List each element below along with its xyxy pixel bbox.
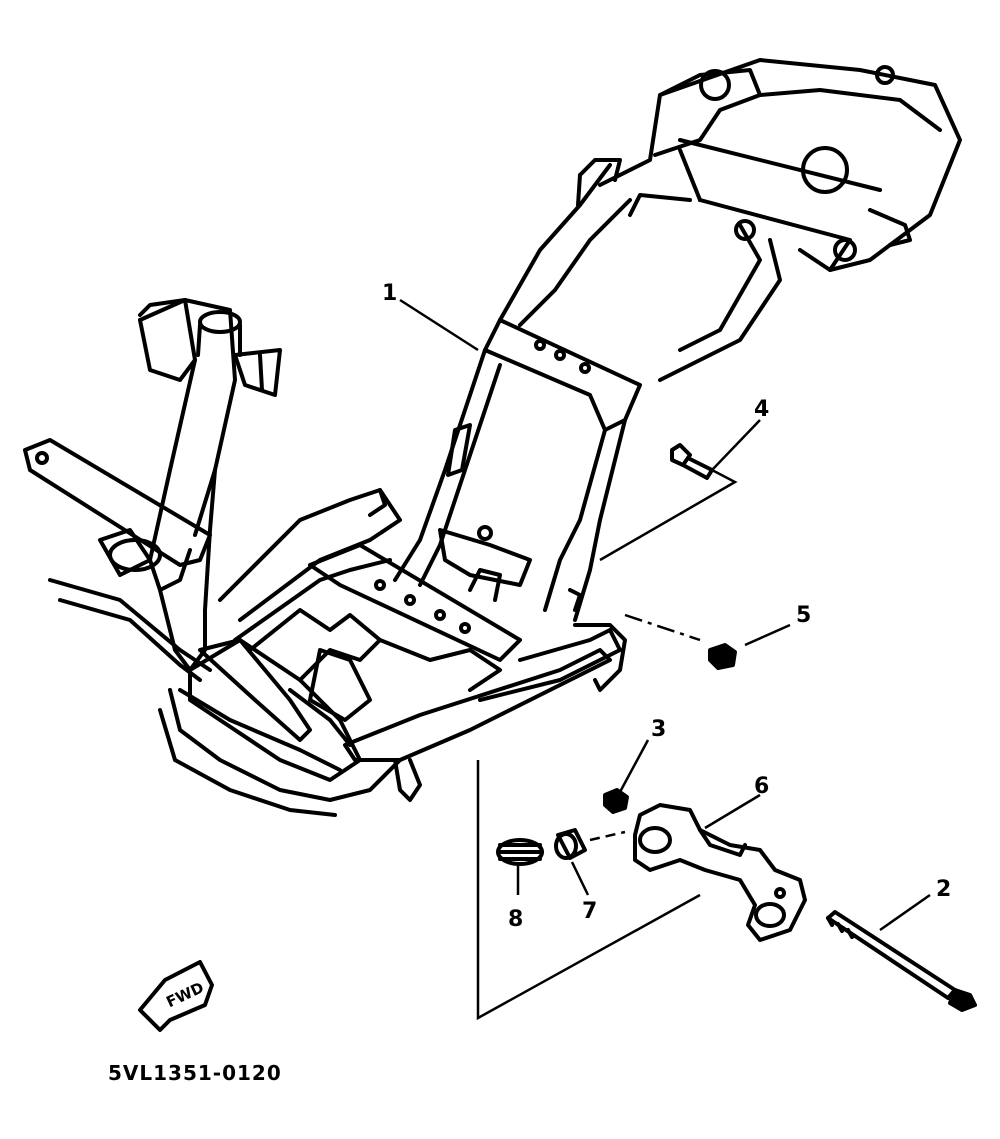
callout-4: 4 (754, 397, 769, 422)
leader-4 (599, 419, 761, 562)
callout-7: 7 (582, 899, 597, 924)
assembly-bracket (476, 760, 701, 1021)
nut-part-3 (603, 788, 629, 814)
bolt-part-2 (826, 910, 977, 1012)
leader-6 (704, 793, 761, 830)
callout-5: 5 (796, 603, 811, 628)
callout-3: 3 (651, 717, 666, 742)
leader-3 (618, 739, 650, 793)
frame-part (23, 58, 962, 817)
leader-2 (879, 893, 931, 932)
bolt-part-4 (670, 443, 714, 480)
fwd-arrow-icon (138, 960, 214, 1032)
leader-7 (570, 861, 590, 896)
spring-part-8 (496, 838, 544, 866)
leader-5 (744, 623, 791, 647)
leader-lines (399, 298, 931, 1021)
reference-code: 5VL1351-0120 (108, 1061, 282, 1085)
leader-1 (399, 298, 479, 352)
callout-8: 8 (508, 907, 523, 932)
nut-part-5 (708, 643, 737, 670)
callout-labels: 1 2 3 4 5 6 7 8 FWD 5VL1351-0120 (108, 281, 951, 1085)
callout-2: 2 (936, 877, 951, 902)
callout-6: 6 (754, 774, 769, 799)
bracket-part-6 (633, 803, 807, 942)
callout-1: 1 (382, 281, 397, 306)
collar-part-7 (554, 828, 587, 860)
